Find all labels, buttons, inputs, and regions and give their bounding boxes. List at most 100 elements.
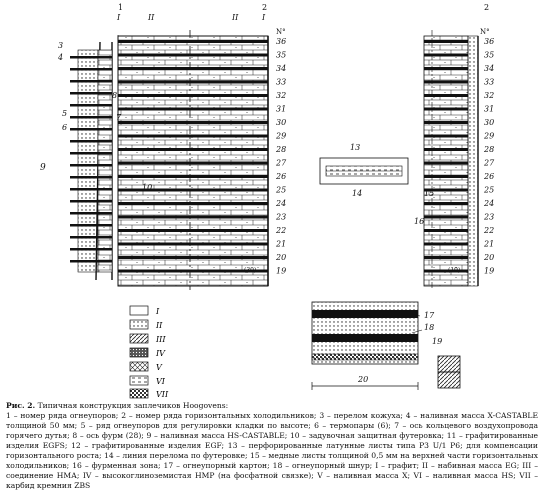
callout-10: 10 (142, 183, 152, 192)
section-mark-2b: 2 (484, 3, 489, 12)
cooler-bar (424, 94, 468, 97)
center-row-number: 24 (275, 199, 286, 208)
cooler-bar (424, 40, 468, 43)
cooler-bar (70, 140, 112, 143)
right-row-number: 27 (483, 159, 495, 168)
legend-swatch (129, 305, 149, 316)
legend-label: IV (155, 349, 166, 358)
cooler-bar (424, 202, 468, 205)
cooler-bar (70, 236, 112, 239)
callout-19: 19 (432, 337, 442, 346)
legend-swatch (129, 361, 149, 372)
center-row-number: 29 (275, 132, 286, 141)
right-row-number: 22 (483, 226, 494, 235)
cooler-bar (118, 40, 268, 43)
center-row-number: 31 (276, 105, 286, 114)
left-shell-column (77, 35, 119, 285)
legend-swatch (129, 375, 149, 386)
center-row-number: 25 (275, 186, 286, 195)
cooler-bar (118, 67, 268, 70)
center-row-number: 30 (276, 118, 286, 127)
right-row-number: 35 (484, 51, 494, 60)
legend: I II III IV V VI VII (129, 305, 169, 399)
callout-9: 9 (40, 163, 46, 173)
cooler-bar (70, 152, 112, 155)
cooler-bar (424, 67, 468, 70)
detail-brass-sheet (319, 157, 409, 185)
callout-8: 8 (112, 91, 117, 100)
callout-18: 18 (424, 323, 434, 332)
cooler-bar (424, 175, 468, 178)
callout-14: 14 (352, 189, 362, 198)
center-row-number: 36 (276, 37, 286, 46)
right-row-number: 31 (484, 105, 494, 114)
cooler-bar (70, 116, 112, 119)
figure-drawing: I II III IV V VI VII 1 2 2 I II II I N° … (40, 3, 495, 399)
center-row-number: 32 (276, 91, 286, 100)
right-row-number: 24 (483, 199, 494, 208)
cooler-bar (70, 164, 112, 167)
center-row-number: 28 (275, 145, 286, 154)
cooler-bar (118, 229, 268, 232)
n-header-right: N° (480, 28, 490, 36)
cooler-bar (424, 229, 468, 232)
marker-II-center: II (147, 13, 155, 22)
callout-16: 16 (414, 217, 424, 226)
marker-I-right: I (261, 13, 266, 22)
cooler-bar (424, 107, 468, 111)
caption-body: 1 – номер ряда огнеупоров; 2 – номер ряд… (6, 411, 538, 490)
cooler-bar (118, 242, 268, 246)
right-row-number: 25 (483, 186, 494, 195)
cooler-bar (118, 53, 268, 57)
right-row-number: 20 (483, 253, 494, 262)
cooler-bar (70, 80, 112, 83)
cooler-bar (118, 107, 268, 111)
right-row-number: 26 (483, 172, 494, 181)
cooler-bar (424, 80, 468, 84)
cooler-bar (424, 121, 468, 124)
caption-title: Типичная конструкция заплечиков Hoogoven… (35, 401, 229, 410)
right-row-number: 28 (483, 145, 494, 154)
right-row-number: 33 (484, 78, 494, 87)
cooler-bar (118, 175, 268, 178)
legend-label: I (155, 307, 160, 316)
legend-label: V (156, 363, 163, 372)
cooler-bar (70, 188, 112, 191)
cooler-bar (424, 161, 468, 165)
cooler-bar (118, 80, 268, 84)
cooler-bar (70, 104, 112, 107)
cooler-bar (118, 161, 268, 165)
right-row-number: 23 (483, 213, 494, 222)
marker-II-right: II (231, 13, 239, 22)
center-row-number: 34 (276, 64, 286, 73)
center-row-number: 27 (275, 159, 287, 168)
right-row-number: 30 (484, 118, 494, 127)
callout-13: 13 (350, 143, 360, 152)
callout-6: 6 (62, 123, 67, 132)
legend-swatch (129, 388, 149, 399)
cooler-bar (70, 248, 112, 251)
cooler-bar (424, 242, 468, 246)
detail-cooler-section (311, 301, 461, 390)
center-row-number: 19 (276, 267, 286, 276)
caption-label: Рис. 2. (6, 401, 36, 410)
center-row-number: 21 (275, 240, 286, 249)
cooler-bar (424, 53, 468, 57)
cooler-bar (70, 92, 112, 95)
callout-17: 17 (424, 311, 435, 320)
center-row-number: 20 (275, 253, 286, 262)
callout-5: 5 (62, 109, 67, 118)
cooler-bar (118, 134, 268, 138)
cooler-bar (424, 269, 468, 273)
cooler-bar (118, 269, 268, 273)
callout-15: 15 (424, 189, 434, 198)
cooler-bar (118, 121, 268, 124)
callout-3: 3 (58, 41, 63, 50)
cooler-bar (424, 188, 468, 192)
legend-label: III (155, 335, 166, 344)
legend-swatch (129, 319, 149, 330)
center-row-number: 26 (275, 172, 286, 181)
legend-swatch (129, 347, 149, 358)
